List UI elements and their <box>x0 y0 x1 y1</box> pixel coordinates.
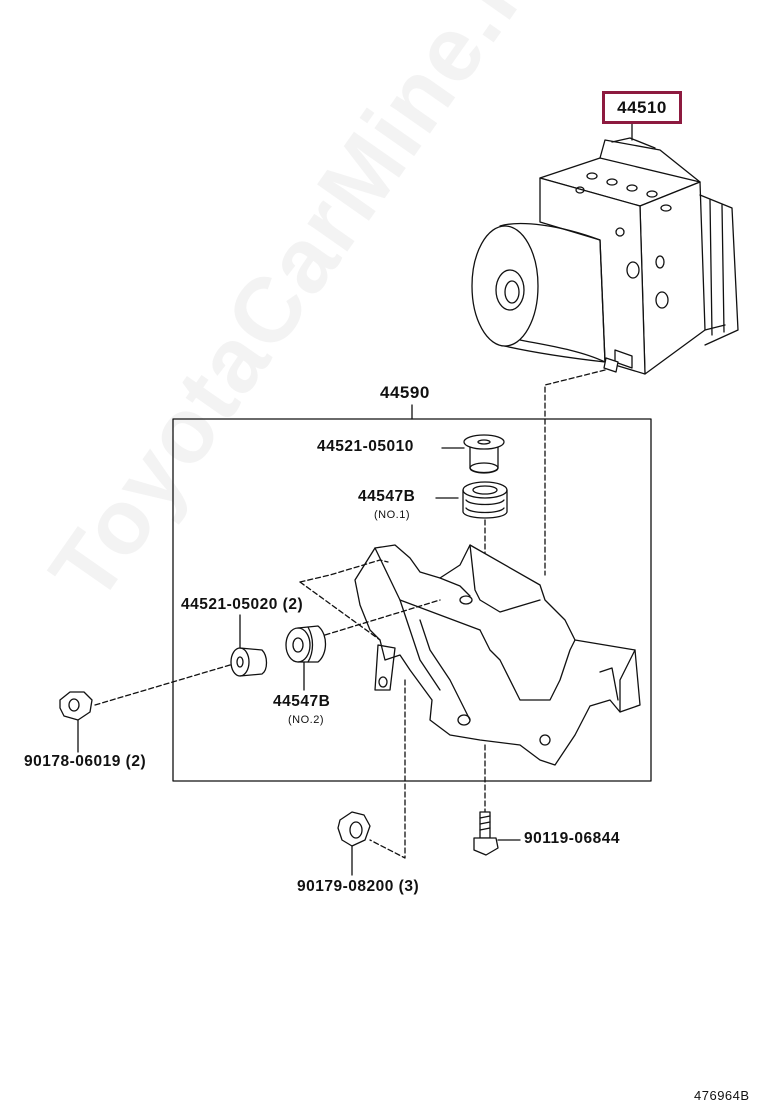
cushion-no2-note: (NO.2) <box>288 714 324 726</box>
grommet-left-label[interactable]: 44521-05020 (2) <box>181 596 304 613</box>
abs-actuator-drawing <box>471 137 739 375</box>
assembly-label[interactable]: 44590 <box>380 383 430 402</box>
main-part-label[interactable]: 44510 <box>602 91 682 124</box>
nut-bottom-drawing <box>337 811 371 847</box>
grommet-top-label[interactable]: 44521-05010 <box>317 438 414 455</box>
grommet-left-drawing <box>230 647 268 677</box>
nut-left-drawing <box>59 691 93 721</box>
cushion-no2-drawing <box>285 625 327 663</box>
bolt-bottom-label[interactable]: 90119-06844 <box>524 830 621 847</box>
bolt-bottom-drawing <box>473 811 499 856</box>
bracket-drawing <box>354 544 641 766</box>
nut-bottom-label[interactable]: 90179-08200 (3) <box>297 878 420 895</box>
diagram-id: 476964B <box>694 1088 750 1103</box>
cushion-no1-label[interactable]: 44547B <box>358 488 416 505</box>
nut-left-label[interactable]: 90178-06019 (2) <box>24 753 147 770</box>
cushion-no1-drawing <box>462 481 508 519</box>
grommet-top-drawing <box>463 434 505 474</box>
main-part-number: 44510 <box>617 97 667 117</box>
cushion-no2-label[interactable]: 44547B <box>273 693 331 710</box>
cushion-no1-note: (NO.1) <box>374 509 410 521</box>
